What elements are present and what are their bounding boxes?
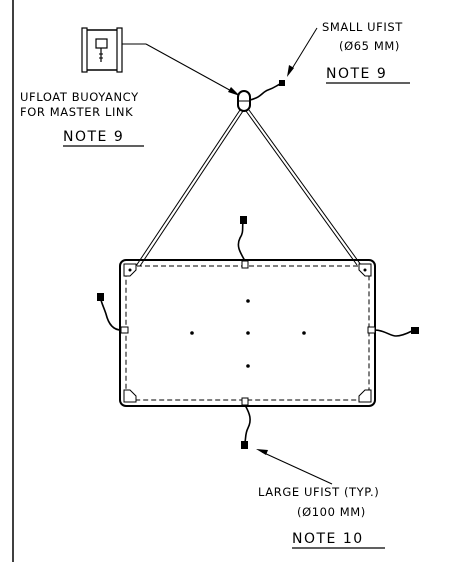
small-ufist-leader-line: [289, 27, 318, 73]
ufloat-note: NOTE 9: [63, 129, 124, 145]
ufloat-label-line2: FOR MASTER LINK: [20, 105, 133, 119]
attachment-left: [120, 326, 129, 334]
large-ufist-right: [374, 327, 419, 337]
small-ufist-leader-arrowhead: [287, 65, 294, 77]
corner-bracket-top-right: [358, 263, 372, 277]
large-ufist-leader-arrowhead: [256, 449, 268, 455]
small-ufist-label-line2: (Ø65 MM): [339, 39, 400, 53]
sling-right: [245, 109, 362, 266]
ufloat-buoyancy-icon: [81, 27, 123, 73]
large-ufist-note: NOTE 10: [292, 531, 364, 547]
center-point-pattern: [190, 299, 306, 368]
ufloat-leader-arrowhead: [228, 87, 240, 96]
small-ufist-label-line1: SMALL UFIST: [322, 20, 403, 34]
ufloat-label-line1: UFLOAT BUOYANCY: [20, 90, 139, 104]
large-ufist-left: [97, 293, 122, 331]
corner-bracket-bottom-right: [358, 389, 372, 403]
corner-bracket-top-left: [123, 263, 137, 277]
large-ufist-label-line1: LARGE UFIST (TYP.): [258, 485, 379, 499]
sling-left: [135, 109, 244, 267]
large-ufist-top: [237, 216, 247, 262]
ufloat-leader-line-diagonal: [145, 43, 236, 94]
attachment-bottom: [241, 397, 249, 406]
large-ufist-bottom: [241, 404, 251, 449]
large-ufist-leader-line: [261, 451, 333, 485]
corner-bracket-bottom-left: [123, 389, 137, 403]
large-ufist-label-line2: (Ø100 MM): [297, 505, 366, 519]
attachment-right: [367, 326, 376, 334]
attachment-top: [241, 260, 249, 269]
small-ufist-note: NOTE 9: [326, 66, 387, 82]
small-ufist-float: [279, 80, 285, 86]
small-ufist-tether: [249, 83, 281, 101]
